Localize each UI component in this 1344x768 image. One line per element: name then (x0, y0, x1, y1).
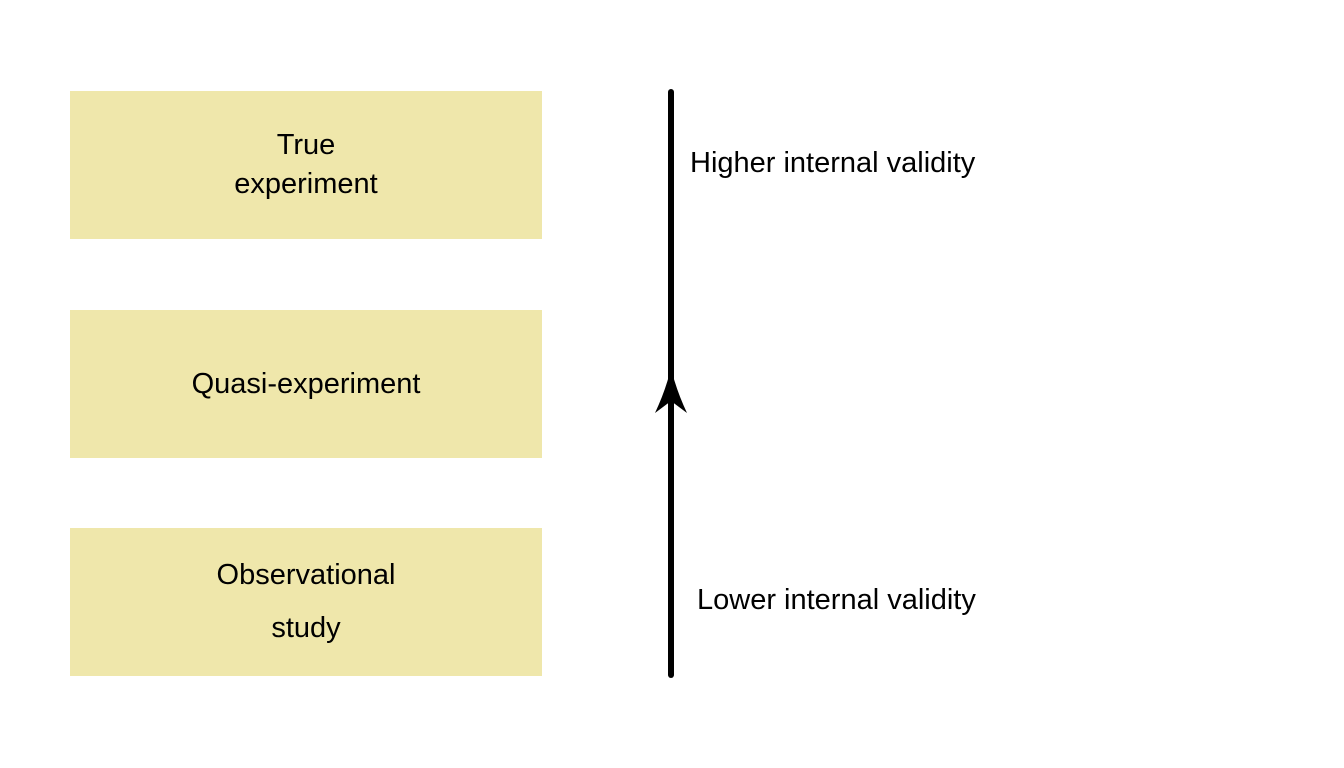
box-true-experiment: True experiment (70, 91, 542, 239)
lower-validity-label: Lower internal validity (697, 584, 976, 616)
box-true-experiment-label: True experiment (234, 129, 378, 200)
validity-axis-arrow (655, 89, 687, 678)
arrow-up-icon (655, 367, 687, 413)
box-observational-study: Observational study (70, 528, 542, 676)
box-quasi-experiment: Quasi-experiment (70, 310, 542, 458)
box-quasi-experiment-label: Quasi-experiment (191, 367, 421, 400)
box-observational-study-label: Observational study (216, 559, 396, 644)
higher-validity-label: Higher internal validity (690, 147, 976, 179)
